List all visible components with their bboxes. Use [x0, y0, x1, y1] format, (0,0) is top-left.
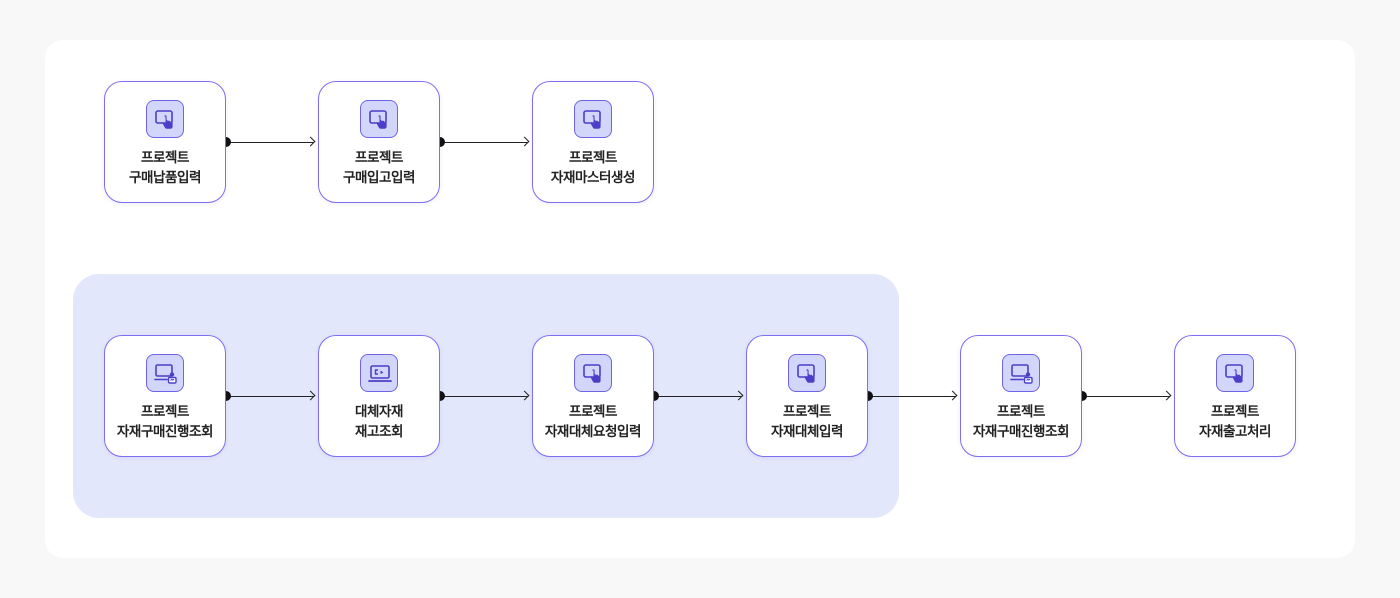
node-substitute-stock-query[interactable]: 대체자재 재고조회 [318, 335, 440, 457]
node-label: 프로젝트 자재구매진행조회 [105, 402, 225, 442]
node-material-master-create[interactable]: 프로젝트 자재마스터생성 [532, 81, 654, 203]
node-label-line2: 자재대체입력 [770, 424, 844, 440]
node-label: 프로젝트 구매입고입력 [319, 148, 439, 188]
tablet-touch-icon [574, 100, 612, 138]
node-label-line2: 구매입고입력 [342, 170, 416, 186]
node-label: 프로젝트 자재구매진행조회 [961, 402, 1081, 442]
node-material-purchase-progress-query[interactable]: 프로젝트 자재구매진행조회 [104, 335, 226, 457]
node-label-line1: 프로젝트 [568, 150, 618, 166]
tablet-touch-icon [146, 100, 184, 138]
tablet-touch-icon [788, 354, 826, 392]
laptop-icon [360, 354, 398, 392]
node-substitute-request-input[interactable]: 프로젝트 자재대체요청입력 [532, 335, 654, 457]
node-label: 프로젝트 자재대체입력 [747, 402, 867, 442]
node-label-line1: 프로젝트 [1210, 404, 1260, 420]
node-label-line2: 자재출고처리 [1198, 424, 1272, 440]
node-label: 프로젝트 자재마스터생성 [533, 148, 653, 188]
node-label: 프로젝트 자재대체요청입력 [533, 402, 653, 442]
node-label-line2: 자재대체요청입력 [544, 424, 642, 440]
node-label-line1: 프로젝트 [996, 404, 1046, 420]
tablet-touch-icon [1216, 354, 1254, 392]
node-label-line2: 자재구매진행조회 [116, 424, 214, 440]
node-label-line1: 프로젝트 [782, 404, 832, 420]
node-material-issue-process[interactable]: 프로젝트 자재출고처리 [1174, 335, 1296, 457]
node-label-line1: 프로젝트 [568, 404, 618, 420]
node-material-purchase-progress-query-2[interactable]: 프로젝트 자재구매진행조회 [960, 335, 1082, 457]
node-label-line1: 프로젝트 [354, 150, 404, 166]
monitor-user-icon [146, 354, 184, 392]
node-label-line1: 대체자재 [354, 404, 404, 420]
node-purchase-delivery-input[interactable]: 프로젝트 구매납품입력 [104, 81, 226, 203]
node-purchase-receipt-input[interactable]: 프로젝트 구매입고입력 [318, 81, 440, 203]
node-label-line2: 자재마스터생성 [550, 170, 636, 186]
monitor-user-icon [1002, 354, 1040, 392]
node-label-line2: 재고조회 [354, 424, 404, 440]
node-substitute-input[interactable]: 프로젝트 자재대체입력 [746, 335, 868, 457]
node-label: 대체자재 재고조회 [319, 402, 439, 442]
tablet-touch-icon [574, 354, 612, 392]
node-label-line2: 자재구매진행조회 [972, 424, 1070, 440]
node-label-line2: 구매납품입력 [128, 170, 202, 186]
node-label-line1: 프로젝트 [140, 150, 190, 166]
node-label: 프로젝트 구매납품입력 [105, 148, 225, 188]
tablet-touch-icon [360, 100, 398, 138]
node-label: 프로젝트 자재출고처리 [1175, 402, 1295, 442]
node-label-line1: 프로젝트 [140, 404, 190, 420]
